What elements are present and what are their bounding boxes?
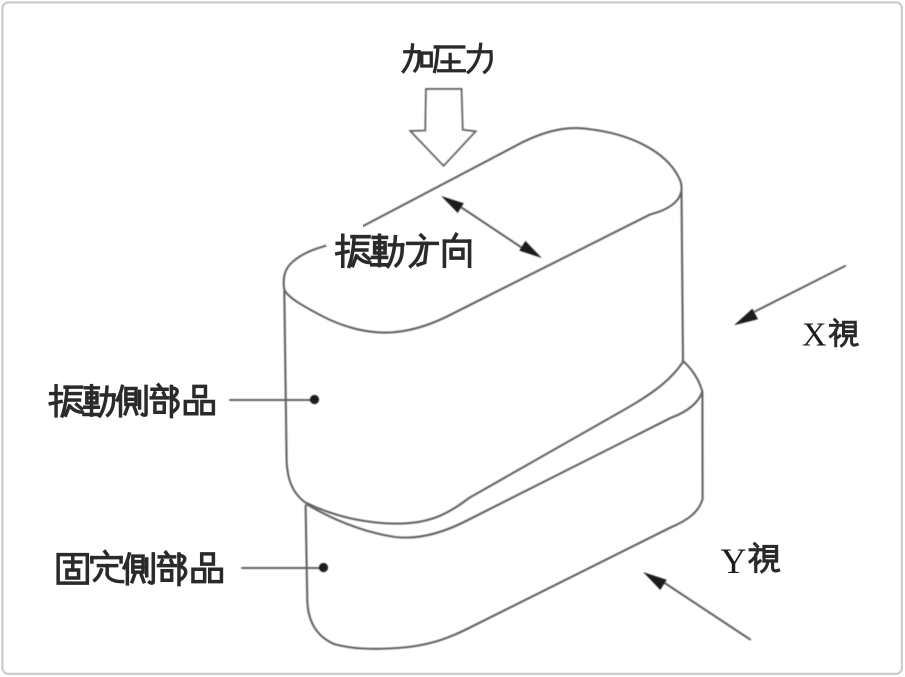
svg-text:X: X: [802, 317, 827, 354]
svg-text:Y: Y: [721, 541, 747, 581]
